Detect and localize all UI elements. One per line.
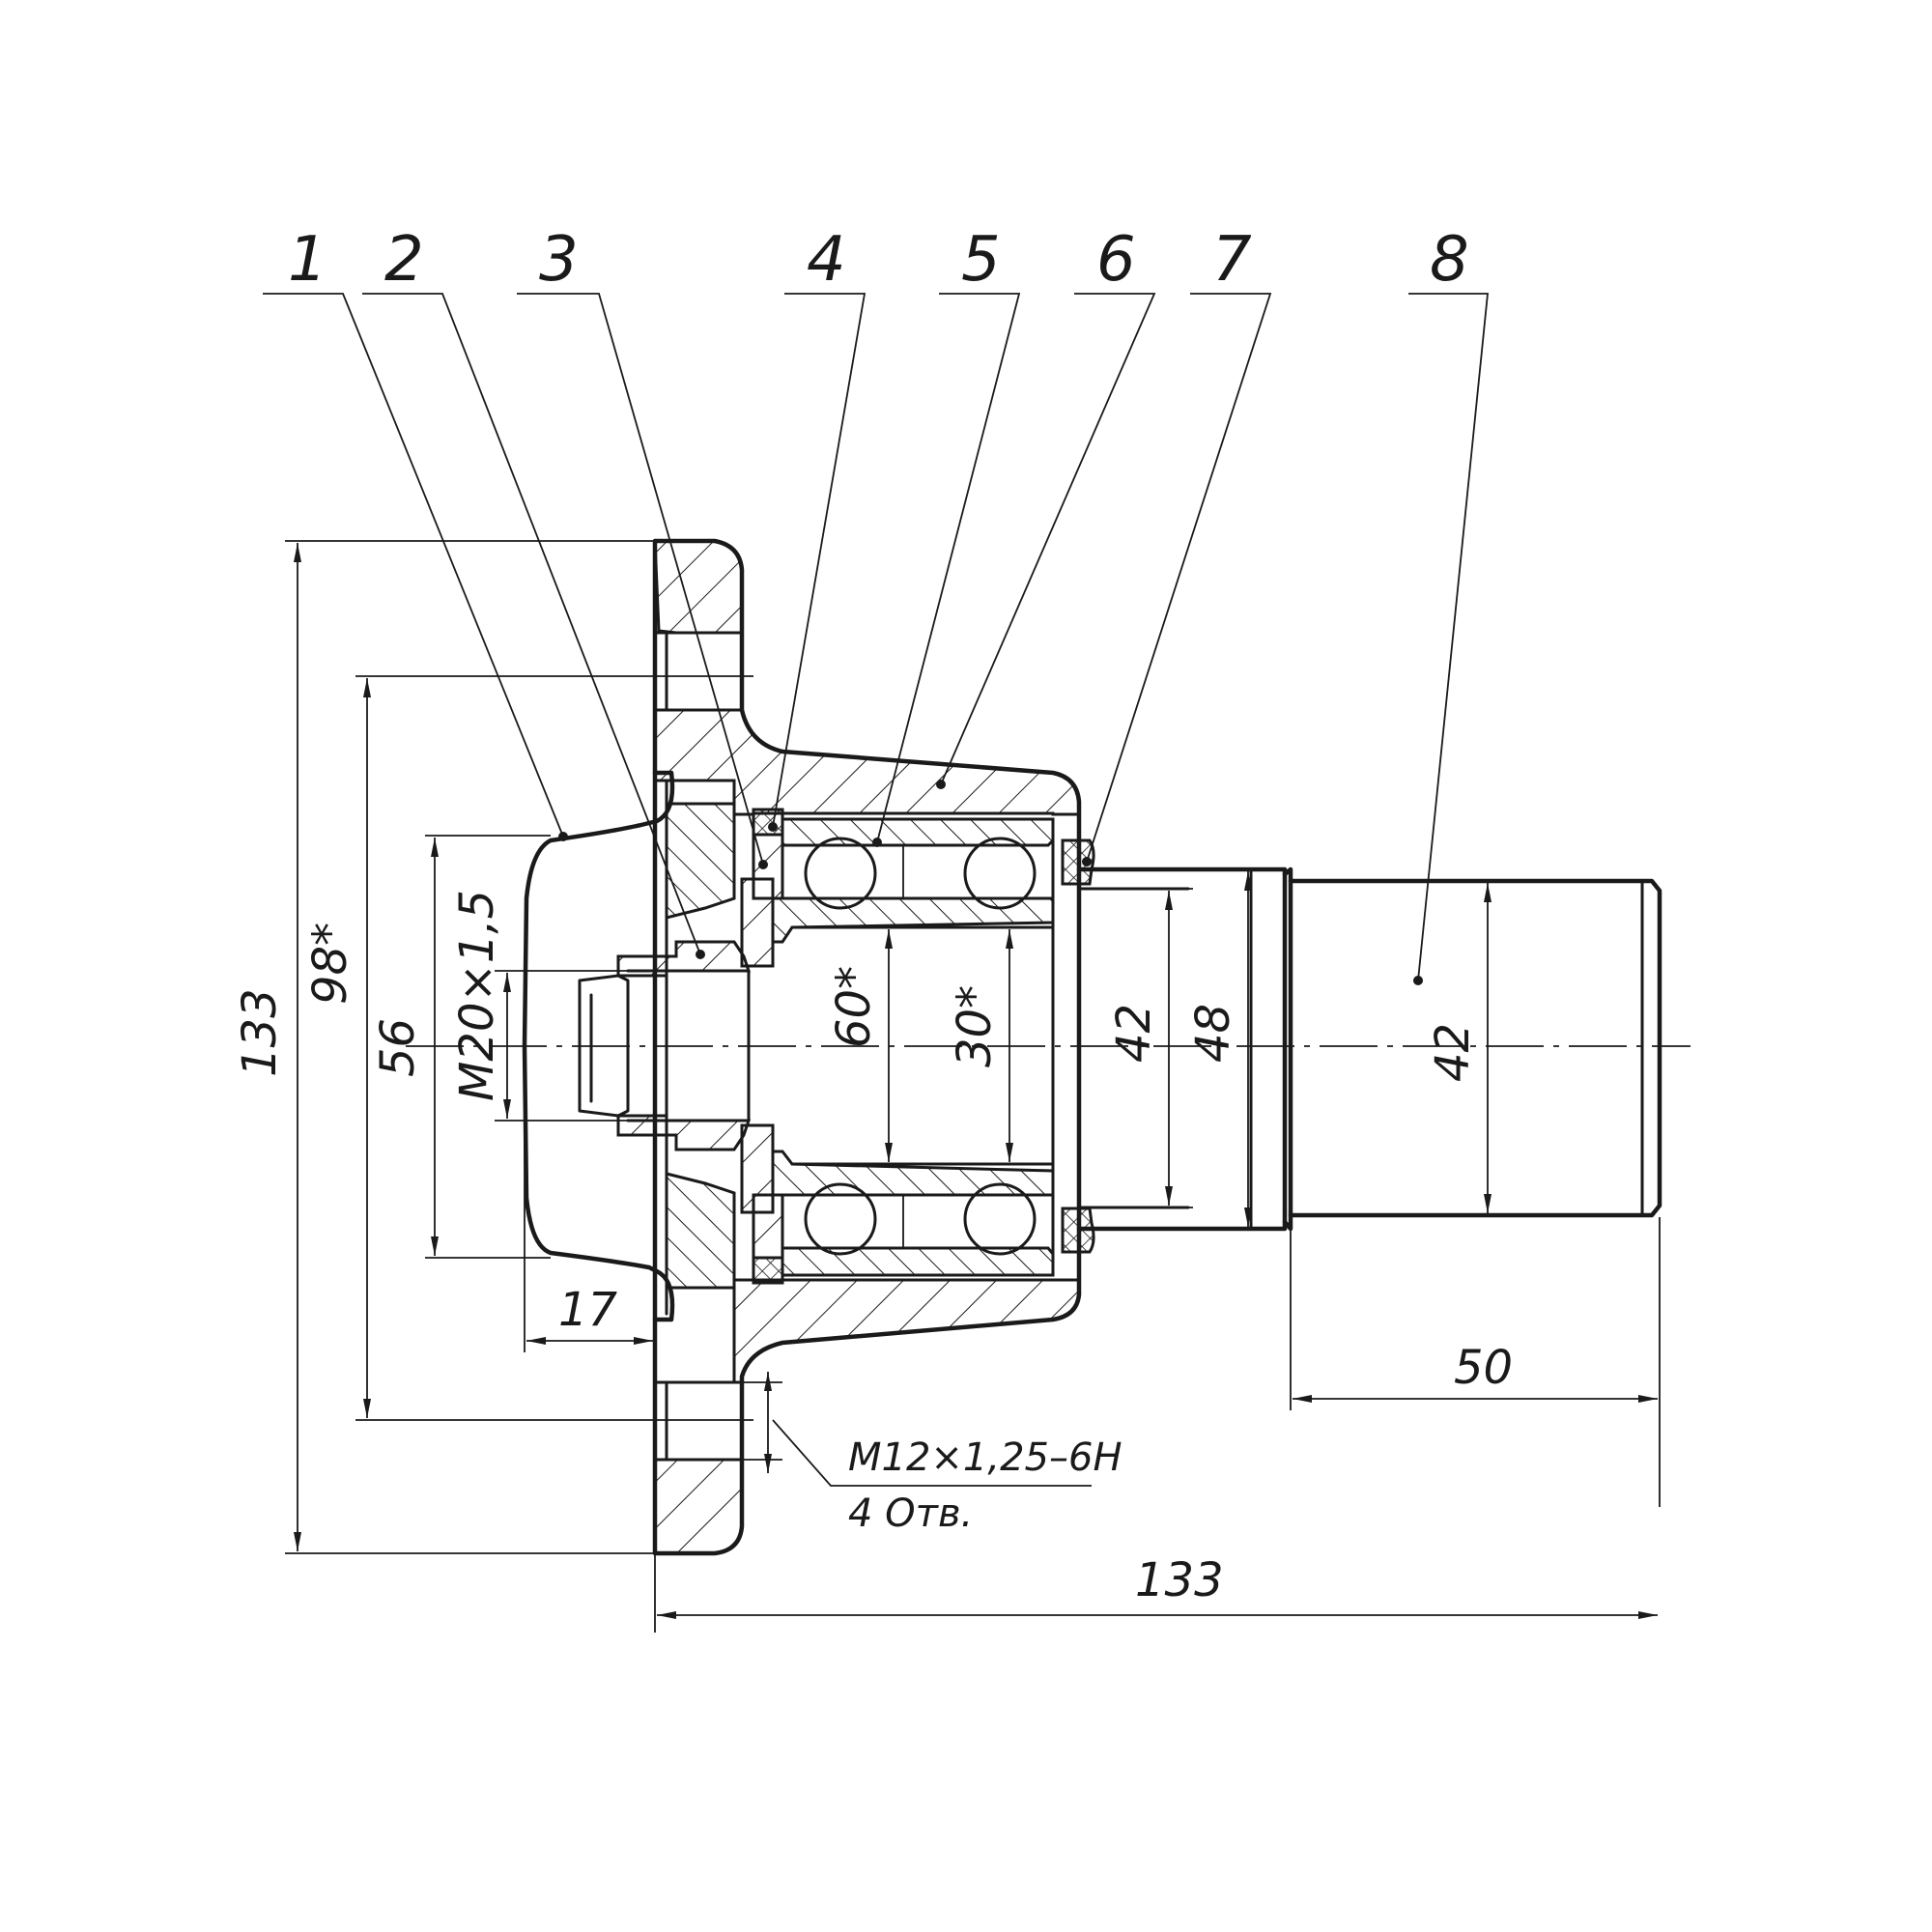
note-holes: 4 Отв. <box>848 1492 973 1536</box>
nut-assembly <box>578 802 775 1290</box>
callout-leaders <box>263 293 1489 985</box>
dim-98: 98* <box>303 923 357 1005</box>
dimension-texts: 133 98* 56 M20×1,5 60* 30* 42 48 42 17 5… <box>233 890 1513 1607</box>
dimension-lines <box>285 540 1661 1633</box>
callout-5: 5 <box>961 224 1001 296</box>
callout-numbers: 1 2 3 4 5 6 7 8 <box>288 224 1469 296</box>
dim-42-shaft: 42 <box>1426 1023 1480 1082</box>
dim-133-vertical: 133 <box>233 988 287 1077</box>
dim-17: 17 <box>558 1283 618 1337</box>
dim-60: 60* <box>827 966 881 1048</box>
dim-30: 30* <box>948 985 1002 1067</box>
dim-56: 56 <box>371 1018 425 1077</box>
callout-7: 7 <box>1212 224 1252 296</box>
dim-48: 48 <box>1186 1004 1240 1063</box>
dim-42-bore: 42 <box>1107 1004 1161 1063</box>
callout-1: 1 <box>288 224 327 296</box>
bearings <box>752 808 1055 1285</box>
hub-body <box>652 538 1082 1556</box>
dim-m20: M20×1,5 <box>450 890 504 1101</box>
callout-4: 4 <box>807 224 846 296</box>
note-thread: M12×1,25–6H <box>848 1435 1122 1480</box>
callout-2: 2 <box>384 224 424 296</box>
callout-3: 3 <box>539 224 579 296</box>
dim-50: 50 <box>1454 1341 1513 1395</box>
dim-133-horizontal: 133 <box>1135 1553 1224 1607</box>
callout-8: 8 <box>1430 224 1469 296</box>
shaft <box>1076 867 1662 1232</box>
callout-6: 6 <box>1096 224 1136 296</box>
